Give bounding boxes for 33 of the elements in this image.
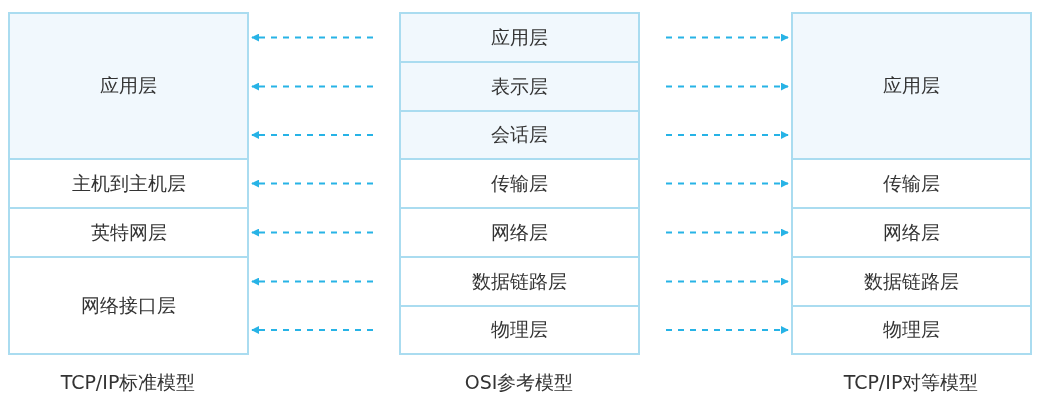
dashed-arrow: [665, 33, 789, 42]
dashed-arrow: [251, 179, 374, 188]
dashed-arrow: [251, 131, 374, 139]
layer-box: 应用层: [791, 12, 1032, 160]
layer-box: 应用层: [399, 12, 640, 63]
dashed-arrow: [665, 326, 789, 334]
layer-box: 会话层: [399, 110, 640, 160]
layer-box: 表示层: [399, 61, 640, 112]
layer-box: 网络层: [399, 207, 640, 258]
dashed-arrow: [251, 228, 374, 237]
layer-box: 物理层: [399, 305, 640, 355]
dashed-arrow: [665, 131, 789, 139]
layer-box: 物理层: [791, 305, 1032, 355]
dashed-arrow: [251, 82, 374, 91]
dashed-arrow: [251, 277, 374, 286]
layer-box: 网络接口层: [8, 256, 249, 355]
dashed-arrow: [251, 326, 374, 334]
layer-box: 网络层: [791, 207, 1032, 258]
dashed-arrow: [665, 82, 789, 91]
model-caption: TCP/IP对等模型: [843, 370, 979, 395]
layer-box: 数据链路层: [399, 256, 640, 307]
layer-box: 传输层: [791, 158, 1032, 209]
model-caption: OSI参考模型: [464, 370, 574, 395]
layer-box: 主机到主机层: [8, 158, 249, 209]
layer-box: 数据链路层: [791, 256, 1032, 307]
dashed-arrow: [665, 179, 789, 188]
layer-box: 应用层: [8, 12, 249, 160]
layer-box: 英特网层: [8, 207, 249, 258]
dashed-arrow: [665, 228, 789, 237]
layer-box: 传输层: [399, 158, 640, 209]
dashed-arrow: [665, 277, 789, 286]
dashed-arrow: [251, 33, 374, 42]
model-caption: TCP/IP标准模型: [60, 370, 196, 395]
